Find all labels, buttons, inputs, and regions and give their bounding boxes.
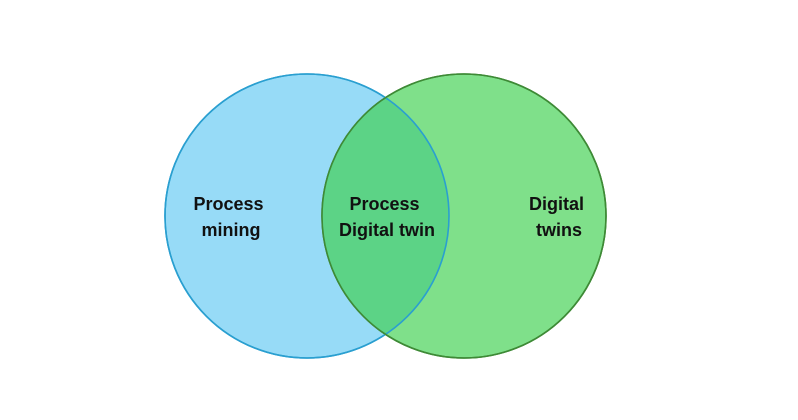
digital-twins-outline — [321, 73, 607, 359]
digital-twins-label: Digital twins — [529, 194, 589, 240]
digital-twins-label-line-1: Digital — [529, 194, 584, 214]
digital-twins-label-line-2: twins — [536, 220, 582, 240]
process-mining-label-line-1: Process — [193, 194, 263, 214]
intersection-region — [322, 74, 449, 358]
intersection-label-line-1: Process — [349, 194, 419, 214]
process-mining-label: Process mining — [193, 194, 268, 240]
process-mining-outline — [164, 73, 450, 359]
intersection-label-line-2: Digital twin — [339, 220, 435, 240]
process-mining-label-line-2: mining — [202, 220, 261, 240]
intersection-label: Process Digital twin — [339, 194, 435, 240]
